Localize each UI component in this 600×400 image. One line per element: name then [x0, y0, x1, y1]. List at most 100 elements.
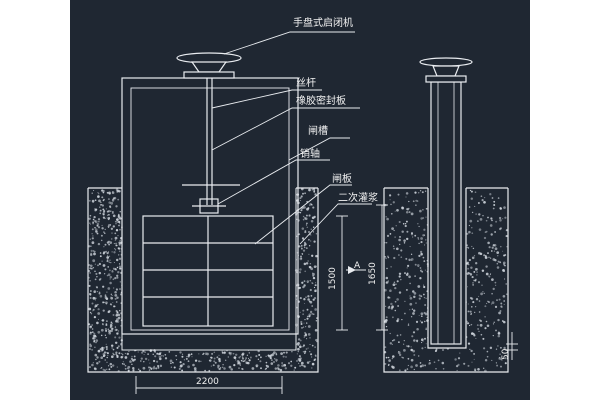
concrete-speckle: [393, 281, 396, 284]
leader-gate-plate: [254, 184, 352, 245]
concrete-speckle: [111, 270, 113, 272]
concrete-speckle: [503, 320, 506, 324]
concrete-speckle: [467, 364, 470, 367]
leader-lines: [211, 31, 372, 245]
concrete-speckle: [408, 323, 410, 325]
concrete-speckle: [302, 344, 306, 347]
concrete-speckle: [400, 278, 402, 281]
concrete-speckle: [417, 265, 419, 268]
concrete-speckle: [484, 305, 487, 308]
concrete-speckle: [118, 263, 121, 265]
concrete-speckle: [474, 369, 477, 372]
concrete-speckle: [398, 350, 400, 353]
concrete-speckle: [305, 296, 307, 298]
concrete-speckle: [312, 276, 316, 280]
concrete-speckle: [425, 297, 427, 299]
concrete-speckle: [394, 309, 397, 312]
concrete-speckle: [392, 366, 395, 369]
concrete-speckle: [91, 348, 94, 351]
concrete-speckle: [88, 366, 91, 369]
concrete-speckle: [284, 364, 286, 367]
concrete-speckle: [208, 369, 211, 372]
concrete-speckle: [419, 365, 423, 368]
concrete-speckle: [300, 320, 303, 324]
concrete-speckle: [390, 266, 392, 268]
concrete-speckle: [142, 366, 146, 370]
concrete-speckle: [410, 259, 413, 261]
concrete-speckle: [403, 239, 406, 242]
concrete-speckle: [392, 316, 394, 319]
concrete-speckle: [420, 315, 423, 318]
concrete-speckle: [124, 356, 128, 359]
concrete-speckle: [425, 216, 427, 218]
concrete-speckle: [505, 293, 508, 295]
concrete-speckle: [424, 304, 426, 306]
concrete-speckle: [108, 329, 111, 333]
concrete-speckle: [388, 359, 391, 362]
concrete-speckle: [490, 250, 493, 252]
concrete-speckle: [472, 247, 475, 250]
concrete-speckle: [122, 354, 124, 356]
concrete-speckle: [409, 296, 413, 300]
concrete-speckle: [483, 367, 485, 369]
concrete-speckle: [100, 328, 104, 332]
concrete-speckle: [484, 315, 486, 318]
handwheel-right: [419, 57, 473, 83]
concrete-speckle: [497, 334, 501, 338]
concrete-speckle: [484, 255, 487, 257]
concrete-speckle: [110, 329, 113, 333]
concrete-speckle: [314, 308, 318, 311]
concrete-speckle: [493, 200, 496, 203]
concrete-speckle: [476, 271, 478, 273]
concrete-speckle: [470, 197, 474, 200]
concrete-speckle: [420, 241, 423, 244]
concrete-speckle: [506, 246, 508, 248]
concrete-speckle: [111, 238, 113, 240]
concrete-speckle: [404, 223, 407, 225]
concrete-speckle: [112, 278, 115, 281]
concrete-speckle: [397, 193, 400, 196]
concrete-speckle: [101, 319, 105, 322]
concrete-speckle: [390, 212, 393, 215]
concrete-speckle: [173, 366, 176, 369]
concrete-speckle: [179, 351, 182, 354]
concrete-speckle: [121, 363, 124, 365]
concrete-speckle: [308, 231, 310, 233]
concrete-speckle: [116, 354, 118, 357]
concrete-speckle: [103, 347, 105, 349]
concrete-speckle: [497, 318, 500, 322]
concrete-speckle: [115, 314, 119, 317]
concrete-speckle: [389, 199, 391, 201]
concrete-speckle: [158, 355, 162, 359]
concrete-speckle: [115, 222, 117, 225]
concrete-speckle: [104, 228, 106, 231]
concrete-speckle: [387, 306, 391, 309]
concrete-speckle: [112, 352, 115, 355]
concrete-speckle: [273, 351, 276, 354]
concrete-speckle: [265, 361, 268, 364]
concrete-speckle: [255, 364, 259, 367]
concrete-speckle: [497, 255, 499, 257]
concrete-speckle: [124, 364, 127, 367]
concrete-speckle: [246, 354, 249, 356]
gate-slot: [130, 87, 290, 331]
concrete-speckle: [406, 208, 409, 211]
concrete-speckle: [105, 320, 108, 323]
concrete-speckle: [392, 245, 395, 247]
concrete-speckle: [488, 246, 491, 249]
concrete-speckle: [496, 266, 500, 269]
concrete-speckle: [419, 320, 421, 322]
concrete-speckle: [423, 296, 426, 299]
concrete-speckle: [117, 215, 121, 219]
concrete-speckle: [94, 228, 98, 231]
concrete-speckle: [97, 218, 101, 221]
concrete-speckle: [99, 294, 103, 298]
concrete-speckle: [89, 293, 92, 296]
concrete-speckle: [305, 326, 307, 328]
concrete-speckle: [437, 359, 440, 362]
concrete-speckle: [97, 264, 99, 267]
concrete-speckle: [230, 368, 233, 371]
concrete-speckle: [404, 369, 407, 372]
concrete-speckle: [147, 353, 149, 355]
concrete-speckle: [241, 356, 244, 358]
